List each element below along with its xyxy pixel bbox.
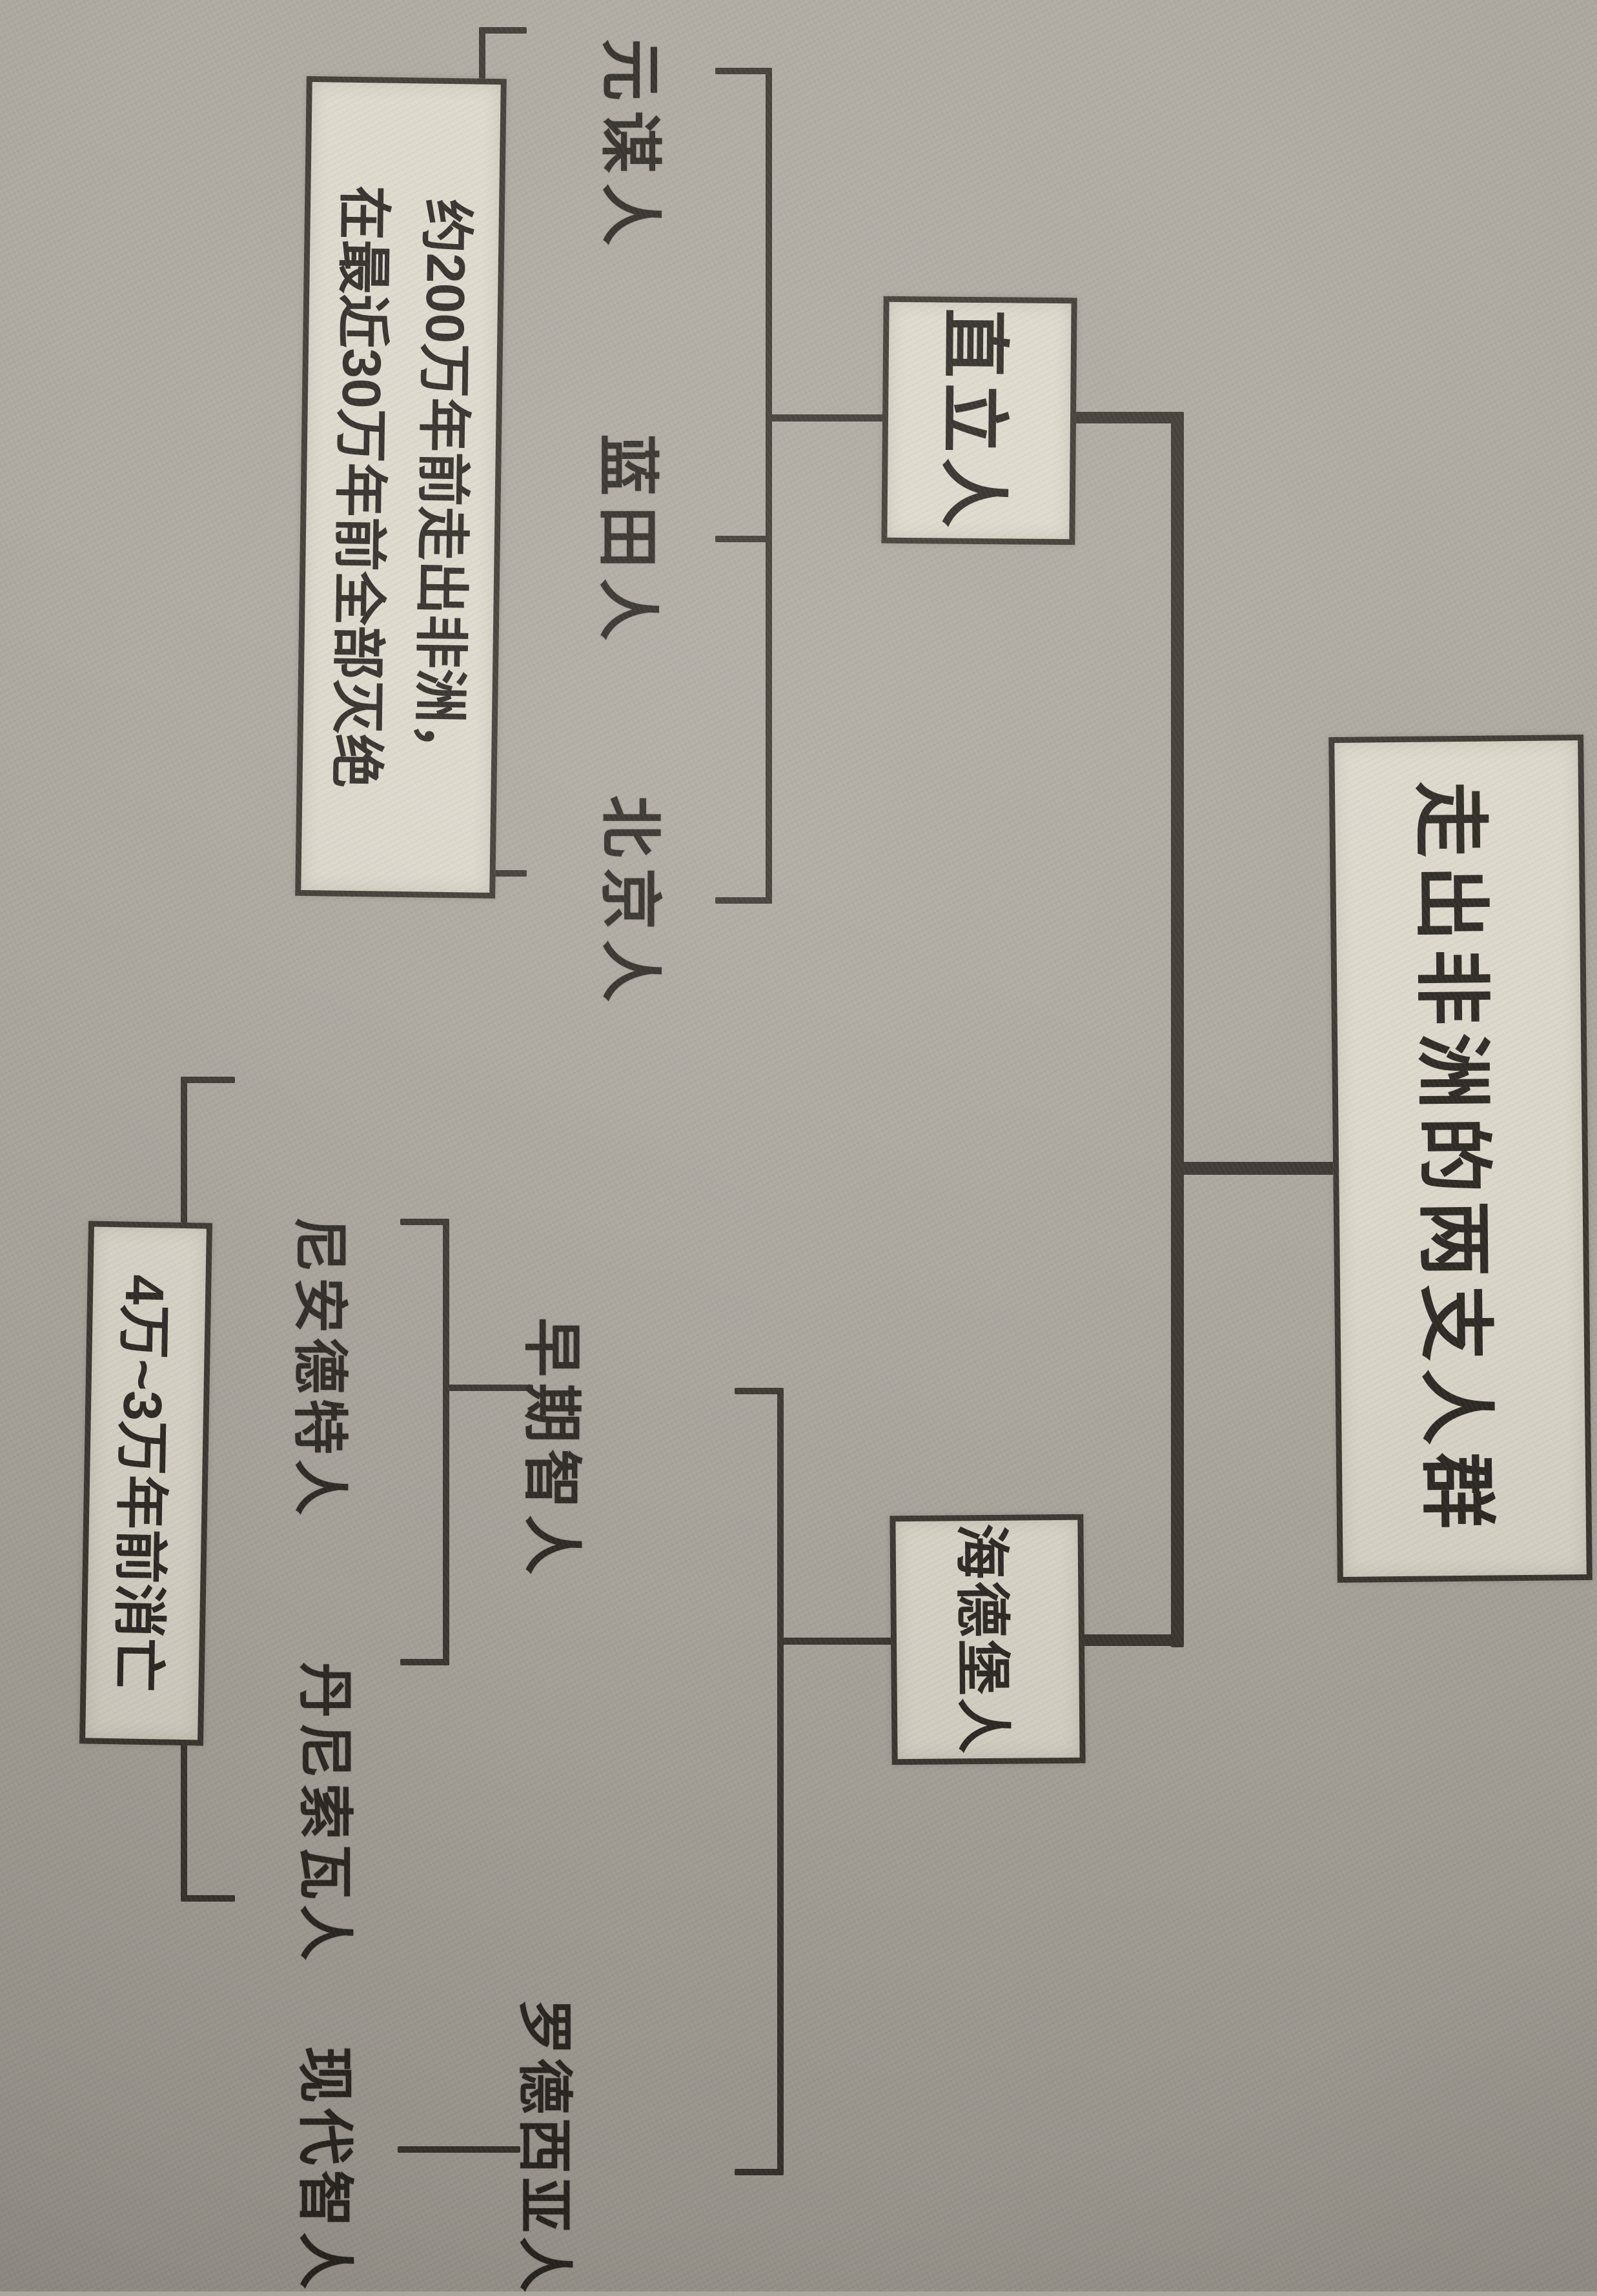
extinction-note-box: 4万~3万年前消亡: [79, 1221, 213, 1746]
tick-neanderthal: [400, 1219, 449, 1225]
rhodesian-descendant-connector: [398, 2146, 520, 2153]
note1-tick-left: [479, 27, 527, 34]
early-children-bracket: [443, 1219, 449, 1665]
erectus-children-connector: [768, 414, 884, 422]
extinction-note-text: 4万~3万年前消亡: [107, 1274, 176, 1692]
erectus-note-box: 约200万年前走出非洲， 在最近30万年前全部灭绝: [295, 76, 507, 899]
tick-denisovan: [400, 1659, 449, 1665]
diagram-title: 走出非洲的两支人群: [1406, 780, 1500, 1537]
label-lantian-man: 蓝田人: [593, 434, 662, 651]
homo-erectus-label: 直立人: [933, 307, 1014, 533]
note2-tick-left: [183, 1077, 235, 1083]
label-yuanmou-man: 元谋人: [595, 39, 664, 256]
erectus-note-line2: 在最近30万年前全部灭绝: [325, 185, 395, 789]
tick-early-sapiens: [735, 1388, 784, 1394]
label-modern-sapiens: 现代智人: [293, 2046, 357, 2295]
heidelberg-children-connector: [777, 1638, 892, 1645]
heidelberg-children-bracket: [777, 1388, 784, 2175]
erectus-note-line1: 约200万年前走出非洲，: [408, 198, 477, 778]
heidelberg-branch-line: [1081, 1634, 1184, 1646]
heidelberg-box: 海德堡人: [890, 1514, 1086, 1765]
label-rhodesian-man: 罗德西亚人: [513, 1999, 575, 2296]
tick-rhodesian: [735, 2169, 784, 2175]
heidelberg-label: 海德堡人: [950, 1523, 1015, 1756]
erectus-children-bracket: [766, 68, 772, 904]
label-denisovan: 丹尼索瓦人: [294, 1662, 356, 1966]
tick-peking: [715, 897, 772, 904]
label-neanderthal: 尼安德特人: [289, 1217, 351, 1520]
main-split-bar: [1171, 412, 1184, 1647]
tick-lantian: [715, 536, 772, 542]
erectus-branch-line: [1073, 412, 1184, 423]
homo-erectus-box: 直立人: [881, 296, 1077, 545]
label-peking-man: 北京人: [595, 795, 664, 1012]
note2-tick-right: [183, 1895, 235, 1902]
title-box: 走出非洲的两支人群: [1328, 734, 1592, 1583]
label-early-sapiens: 早期智人: [518, 1317, 584, 1581]
title-trunk-connector: [1171, 1162, 1340, 1175]
tick-yuanmou: [715, 68, 772, 74]
